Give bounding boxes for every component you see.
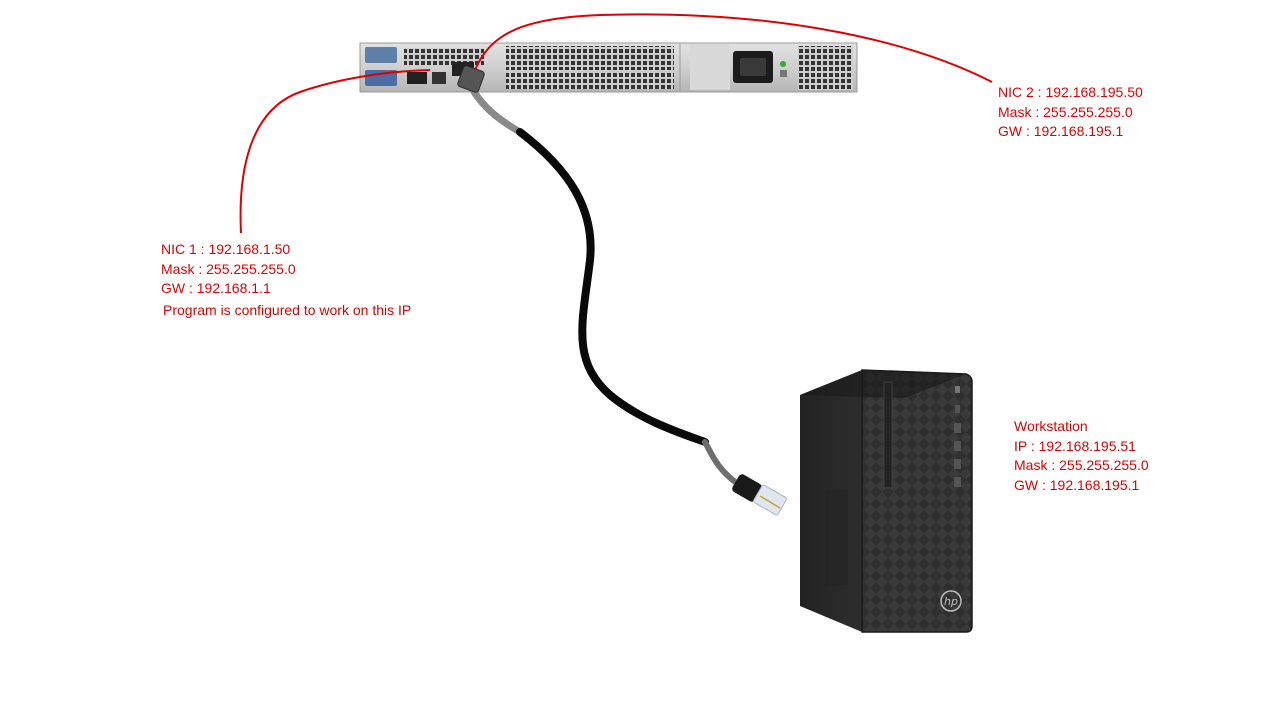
- nic1-gateway-text: GW : 192.168.1.1: [161, 280, 271, 296]
- network-cable: [464, 78, 741, 487]
- workstation-gateway-text: GW : 192.168.195.1: [1014, 476, 1140, 493]
- optical-bay: [883, 381, 893, 489]
- rj45-connector-icon: [457, 65, 485, 93]
- rj45-connector-icon: [732, 474, 787, 516]
- front-usb-port: [954, 459, 961, 469]
- nic2-config-label: NIC 2 : 192.168.195.50 Mask : 255.255.25…: [998, 83, 1143, 142]
- workstation-mask-text: Mask : 255.255.255.0: [1014, 457, 1149, 473]
- serial-port: [365, 47, 397, 63]
- server-vent-middle-top: [506, 46, 674, 70]
- nic2-ip-text: NIC 2 : 192.168.195.50: [998, 84, 1143, 100]
- nic1-ip-text: NIC 1 : 192.168.1.50: [161, 241, 291, 257]
- rack-server-icon: [359, 42, 858, 93]
- front-usb-port: [954, 477, 961, 487]
- workstation-title: Workstation: [1014, 418, 1088, 434]
- side-vent: [826, 490, 848, 585]
- hp-logo-icon: hp: [940, 590, 962, 612]
- usb-port: [432, 72, 446, 84]
- nic1-port: [407, 72, 427, 84]
- server-vent-left: [404, 48, 484, 66]
- power-button: [955, 386, 960, 393]
- nic1-config-label: NIC 1 : 192.168.1.50 Mask : 255.255.255.…: [161, 240, 296, 299]
- tower-pc-icon: hp: [800, 369, 973, 633]
- front-usb-port: [954, 423, 961, 433]
- workstation-config-label: Workstation IP : 192.168.195.51 Mask : 2…: [1014, 417, 1149, 495]
- server-vent-middle-bottom: [506, 73, 674, 89]
- nic1-program-note: Program is configured to work on this IP: [163, 302, 412, 318]
- svg-text:hp: hp: [944, 595, 958, 608]
- nic2-callout-line: [474, 13, 993, 83]
- psu-vent: [798, 46, 853, 90]
- nic2-gateway-text: GW : 192.168.195.1: [998, 123, 1124, 139]
- front-usb-port: [954, 441, 961, 451]
- audio-jack: [955, 405, 960, 413]
- nic2-mask-text: Mask : 255.255.255.0: [998, 103, 1133, 120]
- nic1-mask-text: Mask : 255.255.255.0: [161, 260, 296, 277]
- workstation-ip-text: IP : 192.168.195.51: [1014, 437, 1136, 454]
- nic1-callout-line: [239, 69, 431, 234]
